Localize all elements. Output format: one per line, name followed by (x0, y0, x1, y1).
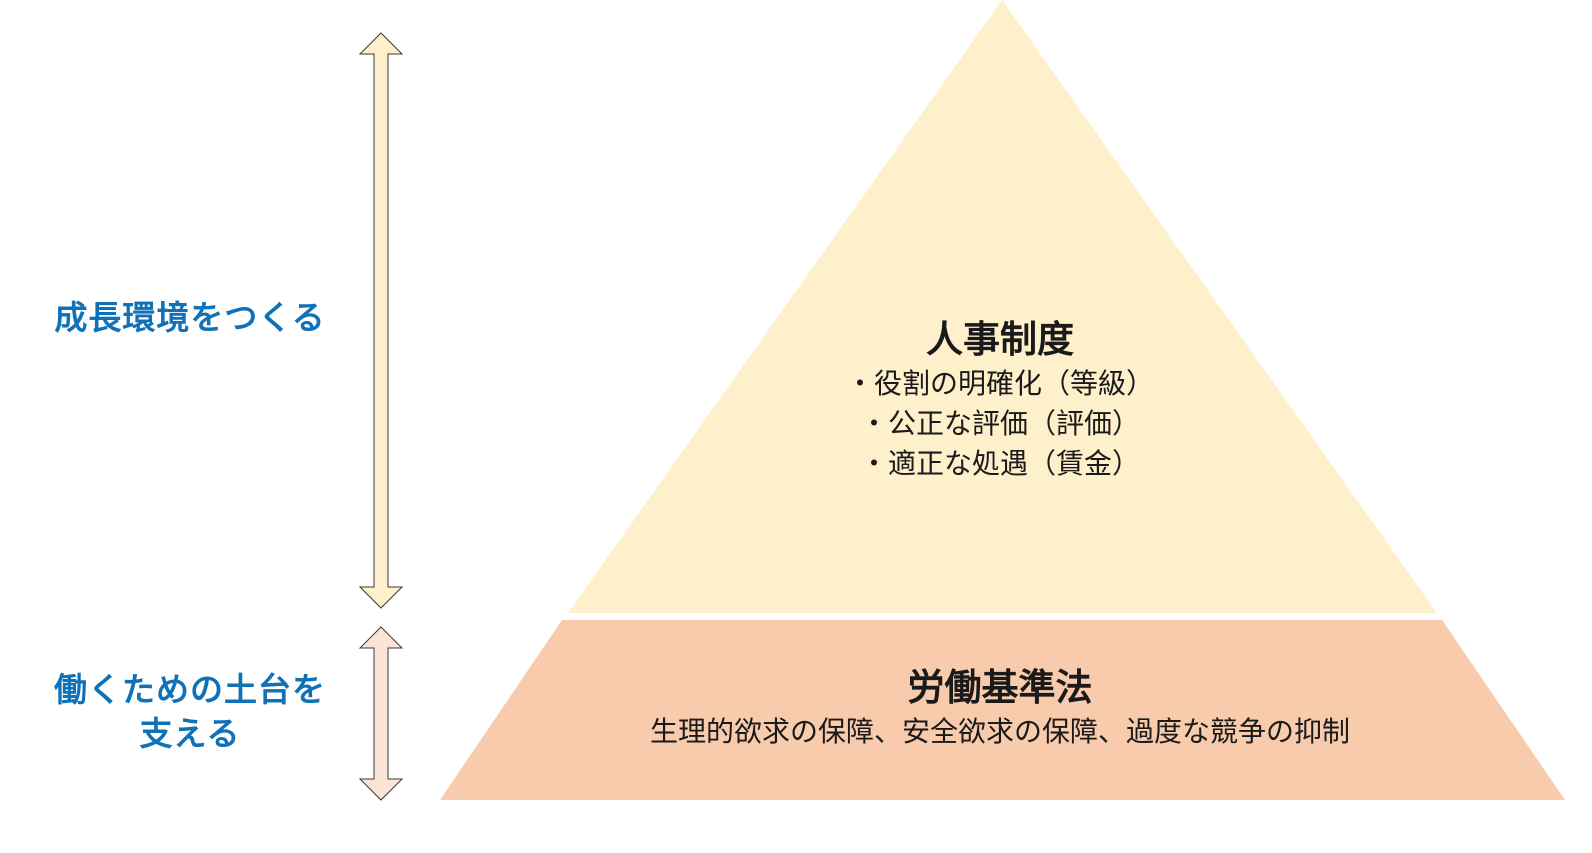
double-arrow-icon (358, 32, 404, 609)
bottom-tier-trapezoid (440, 620, 1565, 800)
top-tier-item: ・役割の明確化（等級） (845, 367, 1154, 400)
foundation-label-line1: 働くための土台を (54, 670, 326, 709)
bottom-tier-content: 労働基準法 生理的欲求の保障、安全欲求の保障、過度な競争の抑制 (500, 664, 1500, 752)
top-tier-triangle (568, 0, 1437, 613)
top-tier-item: ・適正な処遇（賃金） (859, 447, 1140, 480)
growth-environment-label: 成長環境をつくる (54, 298, 326, 337)
top-tier-content: 人事制度 ・役割の明確化（等級） ・公正な評価（評価） ・適正な処遇（賃金） (700, 316, 1300, 484)
double-arrow-icon (358, 626, 404, 801)
bottom-tier-description: 生理的欲求の保障、安全欲求の保障、過度な競争の抑制 (649, 715, 1350, 748)
bottom-tier-title: 労働基準法 (907, 666, 1093, 709)
top-tier-item: ・公正な評価（評価） (859, 407, 1140, 440)
foundation-label-line2: 支える (139, 714, 241, 753)
top-tier-title: 人事制度 (926, 318, 1074, 361)
foundation-label: 働くための土台を 支える (10, 668, 370, 756)
